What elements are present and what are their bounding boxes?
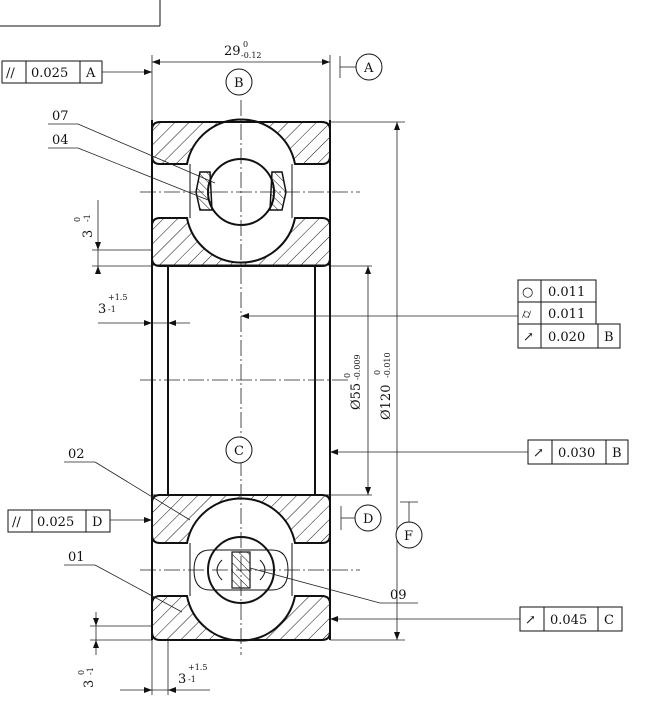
- svg-text:02: 02: [68, 447, 85, 462]
- outer-ring-bottom: [151, 595, 331, 642]
- dim-groove-lower: 3 0 -1: [77, 612, 152, 688]
- title-block-corner: [0, 0, 161, 27]
- svg-text:+1.5: +1.5: [108, 293, 127, 302]
- dim-groove2-value: 3: [82, 680, 97, 688]
- svg-text:A: A: [363, 61, 374, 76]
- dim-bore-value: Ø55: [349, 383, 364, 410]
- dim-groove-value: 3: [81, 230, 96, 238]
- svg-text:D: D: [92, 515, 102, 530]
- dim-width-value: 29: [224, 44, 241, 59]
- dim-od-value: Ø120: [379, 385, 394, 420]
- svg-text:0.025: 0.025: [37, 515, 74, 530]
- svg-text:0.045: 0.045: [550, 613, 587, 628]
- tolerance-frame-parallel-a: // 0.025 A: [1, 60, 152, 84]
- dim-chamfer-lower: 3 +1.5 -1: [120, 640, 210, 695]
- svg-text:0.025: 0.025: [31, 66, 68, 81]
- svg-text:0: 0: [343, 373, 352, 378]
- svg-text:B: B: [612, 446, 622, 461]
- svg-text:+1.5: +1.5: [188, 663, 207, 672]
- tolerance-frame-runout-045: ↗ 0.045 C: [330, 606, 623, 632]
- svg-text:0.011: 0.011: [548, 307, 585, 322]
- cage-top-left: [195, 171, 213, 211]
- dim-chamfer-upper: 3 +1.5 -1: [98, 293, 190, 326]
- svg-text:-1: -1: [86, 667, 95, 675]
- dim-groove-upper: 3 0 -1: [73, 200, 152, 274]
- svg-text:D: D: [363, 512, 373, 527]
- svg-text:-0.009: -0.009: [353, 354, 362, 380]
- part-label-07: 07: [48, 109, 216, 184]
- dim-width: 29 0 -0.12: [151, 40, 331, 120]
- datum-c: C: [225, 436, 253, 464]
- svg-text:0.030: 0.030: [558, 446, 595, 461]
- svg-text:↗: ↗: [533, 446, 544, 461]
- svg-text:F: F: [404, 529, 413, 544]
- svg-text:0.011: 0.011: [548, 285, 585, 300]
- cage-top-right: [269, 171, 287, 211]
- svg-text:○: ○: [522, 285, 533, 300]
- tolerance-frame-stack: ○ 0.011 ⌭ 0.011 ↗ 0.020 B: [241, 279, 621, 349]
- svg-text://: //: [6, 66, 15, 81]
- part-label-04: 04: [48, 133, 209, 201]
- svg-text:B: B: [234, 76, 244, 91]
- datum-b: B: [225, 68, 253, 96]
- tolerance-frame-parallel-d: // 0.025 D: [7, 509, 152, 533]
- svg-text:↗: ↗: [525, 613, 536, 628]
- datum-a: A: [339, 53, 383, 81]
- datum-d: D: [340, 504, 382, 532]
- svg-text:-1: -1: [188, 675, 196, 684]
- svg-text:01: 01: [68, 550, 85, 565]
- svg-text:B: B: [604, 330, 614, 345]
- part-label-09: 09: [249, 567, 418, 604]
- svg-text:C: C: [234, 444, 244, 459]
- dim-outer-diameter: Ø120 0 -0.010: [330, 121, 405, 641]
- dim-bore-diameter: Ø55 0 -0.009: [330, 265, 372, 496]
- dim-chamfer2-value: 3: [178, 672, 186, 687]
- svg-text:↗: ↗: [523, 330, 534, 345]
- svg-text:0: 0: [77, 670, 86, 675]
- inner-ring-bottom: [151, 494, 331, 544]
- svg-text://: //: [12, 515, 21, 530]
- center-lines: [140, 100, 360, 655]
- svg-text:0: 0: [73, 217, 82, 222]
- svg-text:-1: -1: [83, 214, 92, 222]
- part-label-02: 02: [64, 447, 191, 521]
- part-label-01: 01: [64, 550, 183, 613]
- svg-text:0: 0: [373, 370, 382, 375]
- tolerance-frame-runout-030: ↗ 0.030 B: [330, 439, 629, 465]
- cage-bottom: [193, 549, 289, 591]
- svg-text:-0.010: -0.010: [383, 352, 392, 378]
- svg-text:A: A: [85, 66, 96, 81]
- dim-chamfer-value: 3: [98, 302, 106, 317]
- datum-f: F: [395, 501, 423, 549]
- svg-text:04: 04: [52, 133, 69, 148]
- svg-text:0.020: 0.020: [548, 330, 585, 345]
- svg-text:-1: -1: [108, 305, 116, 314]
- svg-text:07: 07: [52, 109, 69, 124]
- svg-text:C: C: [604, 613, 614, 628]
- svg-text:09: 09: [390, 588, 407, 603]
- svg-text:0: 0: [243, 40, 248, 49]
- svg-text:⌭: ⌭: [522, 307, 532, 322]
- inner-ring-top: [151, 217, 331, 267]
- svg-text:-0.12: -0.12: [241, 51, 262, 60]
